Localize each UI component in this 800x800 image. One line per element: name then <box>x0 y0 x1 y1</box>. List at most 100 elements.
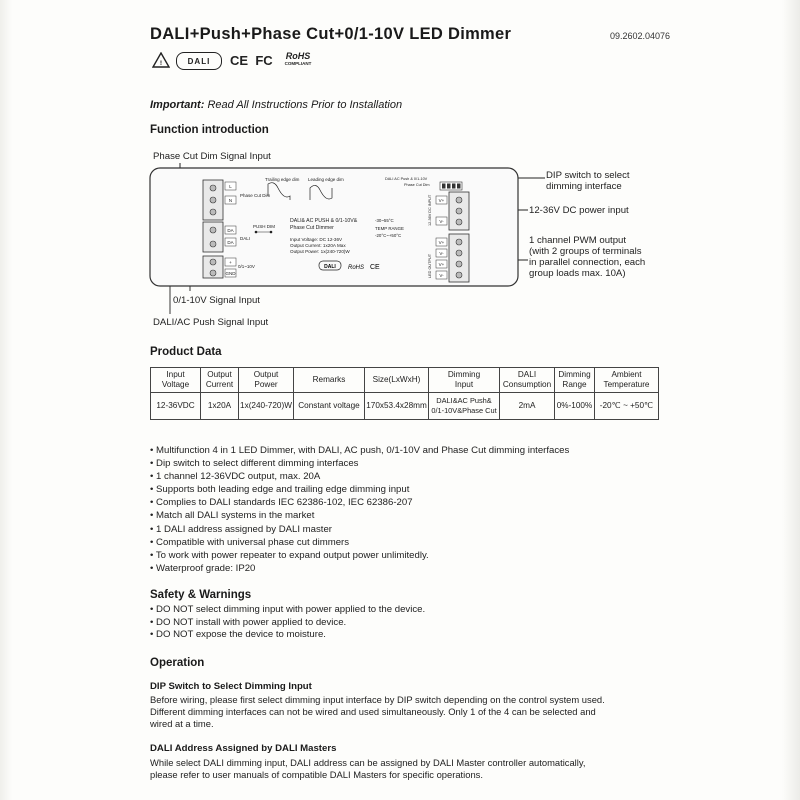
fc-mark: FC <box>255 52 273 68</box>
dip-caption2: Phase Cut Dim <box>404 183 430 187</box>
device-ta: -30~55°C <box>375 218 394 223</box>
left-terminal-block <box>202 179 237 279</box>
list-item: • To work with power repeater to expand … <box>150 549 429 561</box>
important-notice: Important: Read All Instructions Prior t… <box>150 99 402 111</box>
dip-switch-heading: DIP Switch to Select Dimming Input <box>150 681 312 692</box>
pwm-output-label: 1 channel PWM output (with 2 groups of t… <box>529 235 645 279</box>
terminal-v-plus-in: V+ <box>439 198 445 203</box>
terminal-gnd: GND <box>226 271 237 276</box>
document-number: 09.2602.04076 <box>610 31 671 41</box>
trailing-edge-text: Trailing edge dim <box>265 177 300 182</box>
terminal-plus: + <box>229 260 232 265</box>
cell-output-power: 1x(240-720)W <box>238 392 294 420</box>
cell-dali-consumption: 2mA <box>499 392 555 420</box>
paragraph-line: please refer to user manuals of compatib… <box>150 769 483 781</box>
paper-edge-left <box>0 0 12 800</box>
pwm-output-line2: (with 2 groups of terminals <box>529 246 642 257</box>
terminal-out-plus2: V+ <box>439 262 445 267</box>
operation-heading: Operation <box>150 657 205 669</box>
product-data-heading: Product Data <box>150 346 222 358</box>
dali-push-label: DALI/AC Push Signal Input <box>153 317 269 328</box>
dip-switch-label-line1: DIP switch to select <box>546 170 630 181</box>
dip-switch-label: DIP switch to select dimming interface <box>546 170 630 192</box>
zero-ten-label: 0/1-10V Signal Input <box>173 295 260 306</box>
pwm-output-line1: 1 channel PWM output <box>529 235 627 246</box>
list-item: • Multifunction 4 in 1 LED Dimmer, with … <box>150 445 570 456</box>
phase-cut-dim-text: Phase Cut Dim <box>240 193 271 198</box>
cell-input-voltage: 12-36VDC <box>150 392 201 420</box>
device-tc: -20°C~+50°C <box>375 233 401 238</box>
cell-ambient-temperature: -20℃ ~ +50℃ <box>594 392 659 420</box>
safety-list: • DO NOT select dimming input with power… <box>150 604 425 642</box>
device-line1: DALI& AC PUSH & 0/1-10V& <box>290 218 358 224</box>
list-item: • 1 DALI address assigned by DALI master <box>150 523 333 535</box>
device-spec3: Output Power: 1x(240-720)W <box>290 249 350 254</box>
dc-power-label: 12-36V DC power input <box>529 205 629 216</box>
paragraph-line: While select DALI dimming input, DALI ad… <box>150 757 586 768</box>
dc-input-vertical: 12-36V DC INPUT <box>428 194 432 226</box>
terminal-l: L <box>229 184 232 189</box>
device-rohs: RoHS <box>348 265 364 271</box>
page-title: DALI+Push+Phase Cut+0/1-10V LED Dimmer <box>150 25 512 43</box>
paragraph-line: Different dimming interfaces can not be … <box>150 706 596 718</box>
features-list: • Multifunction 4 in 1 LED Dimmer, with … <box>150 444 569 575</box>
list-item: • DO NOT install with power applied to d… <box>150 616 347 628</box>
triangle-cert-icon: ! <box>150 52 172 68</box>
rohs-label: RoHS <box>285 51 311 61</box>
pwm-output-line4: group loads max. 10A) <box>529 268 626 279</box>
zero-ten-small-text: 0/1~10V <box>238 264 255 269</box>
dip-switch-label-line2: dimming interface <box>546 181 622 192</box>
function-intro-heading: Function introduction <box>150 124 269 136</box>
device-line2: Phase Cut Dimmer <box>290 225 334 231</box>
led-output-vertical: LED OUTPUT <box>428 253 432 278</box>
cell-output-current: 1x20A <box>200 392 239 420</box>
waveform-icons <box>267 182 333 200</box>
terminal-out-plus1: V+ <box>439 240 445 245</box>
terminal-out-minus1: V- <box>439 251 444 256</box>
terminal-out-minus2: V- <box>439 273 444 278</box>
dip-switch-paragraph: Before wiring, please first select dimmi… <box>150 694 605 731</box>
list-item: • Waterproof grade: IP20 <box>150 562 256 574</box>
svg-text:!: ! <box>160 61 162 67</box>
terminal-da1: DA <box>227 228 233 233</box>
list-item: • Supports both leading edge and trailin… <box>150 484 410 496</box>
ce-mark: CE <box>229 52 249 68</box>
dip-caption: DALI AC Push & 0/1-10V <box>385 177 428 181</box>
cell-size: 170x53.4x28mm <box>364 392 429 420</box>
dali-address-paragraph: While select DALI dimming input, DALI ad… <box>150 757 585 781</box>
phase-cut-label: Phase Cut Dim Signal Input <box>153 151 271 162</box>
cell-dimming-input: DALI&AC Push&0/1-10V&Phase Cut <box>428 392 500 420</box>
push-dim-text: PUSH DIM <box>253 224 275 229</box>
right-terminal-block <box>435 191 470 283</box>
rohs-mark: RoHS COMPLIANT <box>280 52 316 68</box>
list-item: • Match all DALI systems in the market <box>150 510 315 522</box>
device-ce: CE <box>370 264 380 271</box>
rohs-compliant-label: COMPLIANT <box>284 61 312 66</box>
dali-tag-text: DALI <box>240 236 250 241</box>
terminal-n: N <box>229 198 232 203</box>
dip-switch <box>439 181 463 191</box>
list-item: • Dip switch to select different dimming… <box>150 458 359 470</box>
paper-edge-right <box>782 0 800 800</box>
terminal-da2: DA <box>227 240 233 245</box>
table-row: 12-36VDC 1x20A 1x(240-720)W Constant vol… <box>150 392 659 420</box>
device-temp-range: TEMP RANGE <box>375 226 404 231</box>
dali-logo: DALI <box>176 52 222 70</box>
list-item: • 1 channel 12-36VDC output, max. 20A <box>150 471 321 483</box>
safety-heading: Safety & Warnings <box>150 589 252 601</box>
device-diagram: L N DA DA + GND Trailing edge dim Leadin… <box>149 163 545 314</box>
device-housing <box>149 167 519 287</box>
pwm-output-line3: in parallel connection, each <box>529 257 646 268</box>
list-item: • DO NOT expose the device to moisture. <box>150 629 326 641</box>
terminal-v-minus-in: V- <box>439 219 444 224</box>
dali-address-heading: DALI Address Assigned by DALI Masters <box>150 743 337 754</box>
